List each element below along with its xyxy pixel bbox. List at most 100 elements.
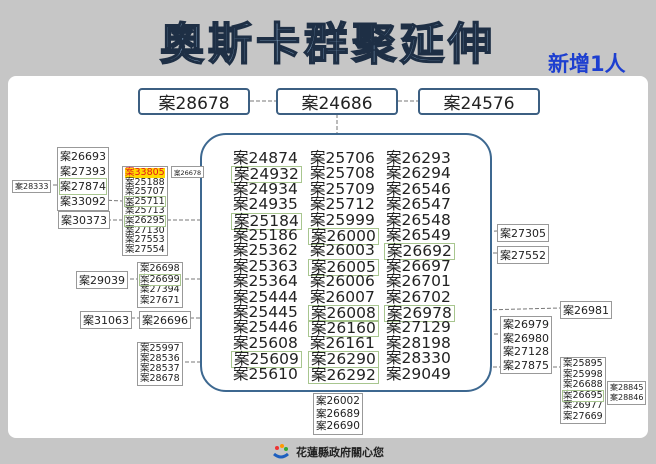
case-item: 案26690 [316, 420, 360, 432]
case-item: 案25711 [124, 195, 166, 208]
main-case: 案25186 [233, 226, 298, 244]
main-case: 案26005 [308, 258, 379, 276]
main-case: 案25446 [233, 318, 298, 337]
main-case: 案26003 [310, 241, 375, 260]
main-case: 案26546 [386, 179, 451, 198]
case-item: 案27875 [503, 358, 549, 372]
case-26678: 案26678 [171, 166, 205, 178]
main-case: 案25362 [233, 241, 298, 260]
main-case: 案27129 [386, 318, 451, 337]
main-case: 案26007 [310, 287, 375, 306]
case-item: 案28846 [610, 393, 644, 402]
case-item: 案26688 [563, 379, 603, 390]
case-28333: 案28333 [12, 180, 52, 193]
main-case: 案25363 [233, 256, 298, 275]
main-case: 案26008 [308, 305, 379, 322]
case-item: 案28678 [140, 373, 180, 384]
main-case: 案26978 [384, 305, 455, 322]
case-item: 案26699 [139, 273, 181, 286]
main-case: 案25706 [310, 149, 375, 167]
case-item: 案25713 [125, 205, 165, 217]
case-item: 案25188 [125, 176, 165, 188]
main-case: 案25610 [233, 364, 298, 383]
main-case: 案26701 [386, 272, 451, 291]
case-item: 案25998 [563, 368, 603, 380]
case-26696: 案26696 [139, 311, 191, 329]
case-item: 案27394 [140, 284, 180, 295]
main-case: 案26547 [386, 195, 451, 214]
case-item: 案27874 [59, 178, 107, 195]
case-30373: 案30373 [58, 211, 110, 229]
main-case: 案25444 [233, 287, 298, 306]
case-item: 案26695 [562, 389, 604, 402]
case-item: 案33092 [60, 195, 106, 208]
main-case: 案28330 [386, 349, 451, 368]
case-item: 案27128 [503, 345, 549, 358]
footer-text: 花蓮縣政府關心您 [296, 446, 384, 459]
case-item: 案28845 [610, 383, 644, 392]
footer: 花蓮縣政府關心您 [0, 440, 656, 464]
main-case: 案26160 [308, 320, 379, 338]
case-item: 案26693 [60, 150, 106, 163]
main-case: 案25184 [231, 212, 302, 230]
main-case: 案25712 [310, 195, 375, 214]
main-case: 案26692 [384, 243, 455, 261]
main-case: 案25364 [233, 272, 298, 291]
main-case: 案24935 [233, 195, 298, 214]
case-item: 案27393 [60, 165, 106, 178]
case-item: 案25997 [140, 343, 180, 354]
main-case: 案28198 [386, 333, 451, 352]
main-case: 案25608 [233, 333, 298, 352]
case-item: 案27553 [125, 234, 165, 246]
main-case: 案25609 [231, 351, 302, 369]
case-item: 案26977 [563, 400, 603, 411]
page-title: 奧斯卡群聚延伸 [159, 18, 496, 71]
case-item: 案26689 [316, 407, 360, 420]
main-case: 案26293 [386, 149, 451, 167]
main-case: 案26006 [310, 272, 375, 291]
case-item: 案27554 [125, 243, 165, 255]
main-case: 案24932 [231, 166, 302, 184]
case-item: 案26002 [316, 395, 360, 407]
case-item: 案27130 [125, 224, 165, 236]
case-item: 案25895 [563, 358, 603, 369]
case-item: 案33805 [125, 167, 165, 178]
case-26981: 案26981 [560, 301, 612, 319]
main-case: 案26292 [308, 366, 379, 384]
main-case: 案24874 [233, 149, 298, 167]
case-27552: 案27552 [497, 246, 549, 264]
case-31063: 案31063 [80, 311, 132, 329]
case-item: 案25707 [125, 186, 165, 198]
main-case: 案29049 [386, 364, 451, 383]
case-27305: 案27305 [497, 224, 549, 242]
main-case: 案25708 [310, 164, 375, 183]
main-case: 案26697 [386, 256, 451, 275]
case-item: 案27671 [140, 294, 180, 306]
case-item: 案26295 [124, 214, 166, 227]
main-case: 案26294 [386, 164, 451, 183]
main-case: 案26161 [310, 333, 375, 352]
main-case: 案26549 [386, 226, 451, 244]
top-case-24576: 案24576 [418, 88, 540, 115]
main-case: 案26000 [308, 228, 379, 245]
case-item: 案27669 [563, 410, 603, 422]
main-cluster-box [200, 133, 492, 392]
case-item: 案26980 [503, 331, 549, 345]
top-case-24686: 案24686 [276, 88, 398, 115]
main-case: 案25999 [310, 210, 375, 229]
top-case-28678: 案28678 [138, 88, 250, 115]
case-item: 案26979 [503, 318, 549, 331]
new-case-badge: 新增1人 [548, 52, 626, 76]
case-item: 案28536 [140, 353, 180, 364]
main-case: 案26702 [386, 287, 451, 306]
main-case: 案25709 [310, 179, 375, 198]
main-case: 案26290 [308, 351, 379, 369]
case-item: 案26698 [140, 263, 180, 274]
